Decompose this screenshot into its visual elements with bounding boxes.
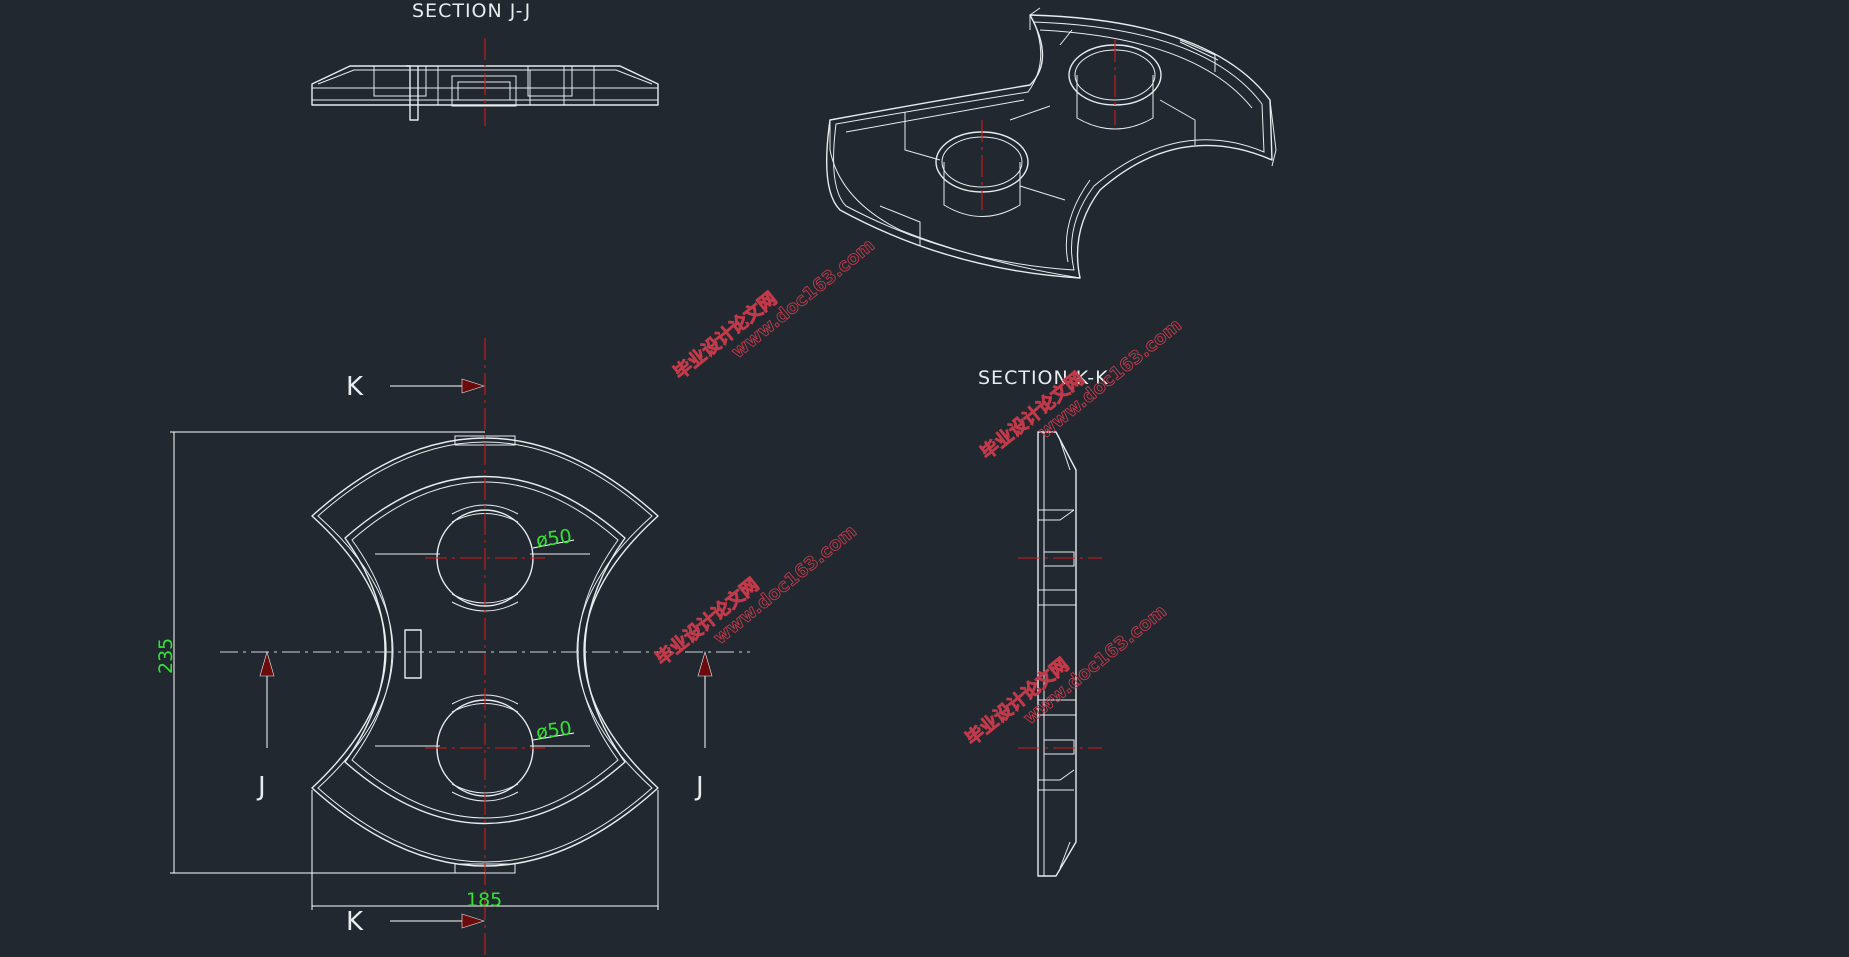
section-j-label-left: J [256, 772, 266, 802]
watermark-4: 毕业设计论文网 www.doc163.com [961, 600, 1172, 750]
section-j-label-right: J [694, 772, 704, 802]
section-k-label-bottom: K [346, 907, 364, 937]
section-kk-view: SECTION K-K [978, 367, 1109, 877]
hole-upper-diameter: ø50 [535, 525, 574, 552]
watermark-2: 毕业设计论文网 www.doc163.com [651, 520, 862, 670]
dimension-height-text: 235 [155, 638, 177, 674]
dimension-width-text: 185 [466, 889, 502, 911]
svg-text:www.doc163.com: www.doc163.com [728, 235, 879, 363]
section-jj-title: SECTION J-J [412, 0, 531, 22]
hole-lower-diameter: ø50 [535, 717, 574, 744]
isometric-view [826, 7, 1277, 279]
svg-text:www.doc163.com: www.doc163.com [710, 521, 861, 649]
watermark-1: 毕业设计论文网 www.doc163.com [669, 234, 880, 384]
hole-lower [436, 699, 534, 797]
front-view: K K J J 235 185 ø50 ø50 [155, 338, 750, 957]
section-k-label-top: K [346, 372, 364, 402]
section-jj-view: SECTION J-J [311, 0, 659, 126]
section-kk-title: SECTION K-K [978, 367, 1109, 389]
svg-text:www.doc163.com: www.doc163.com [1020, 601, 1171, 729]
